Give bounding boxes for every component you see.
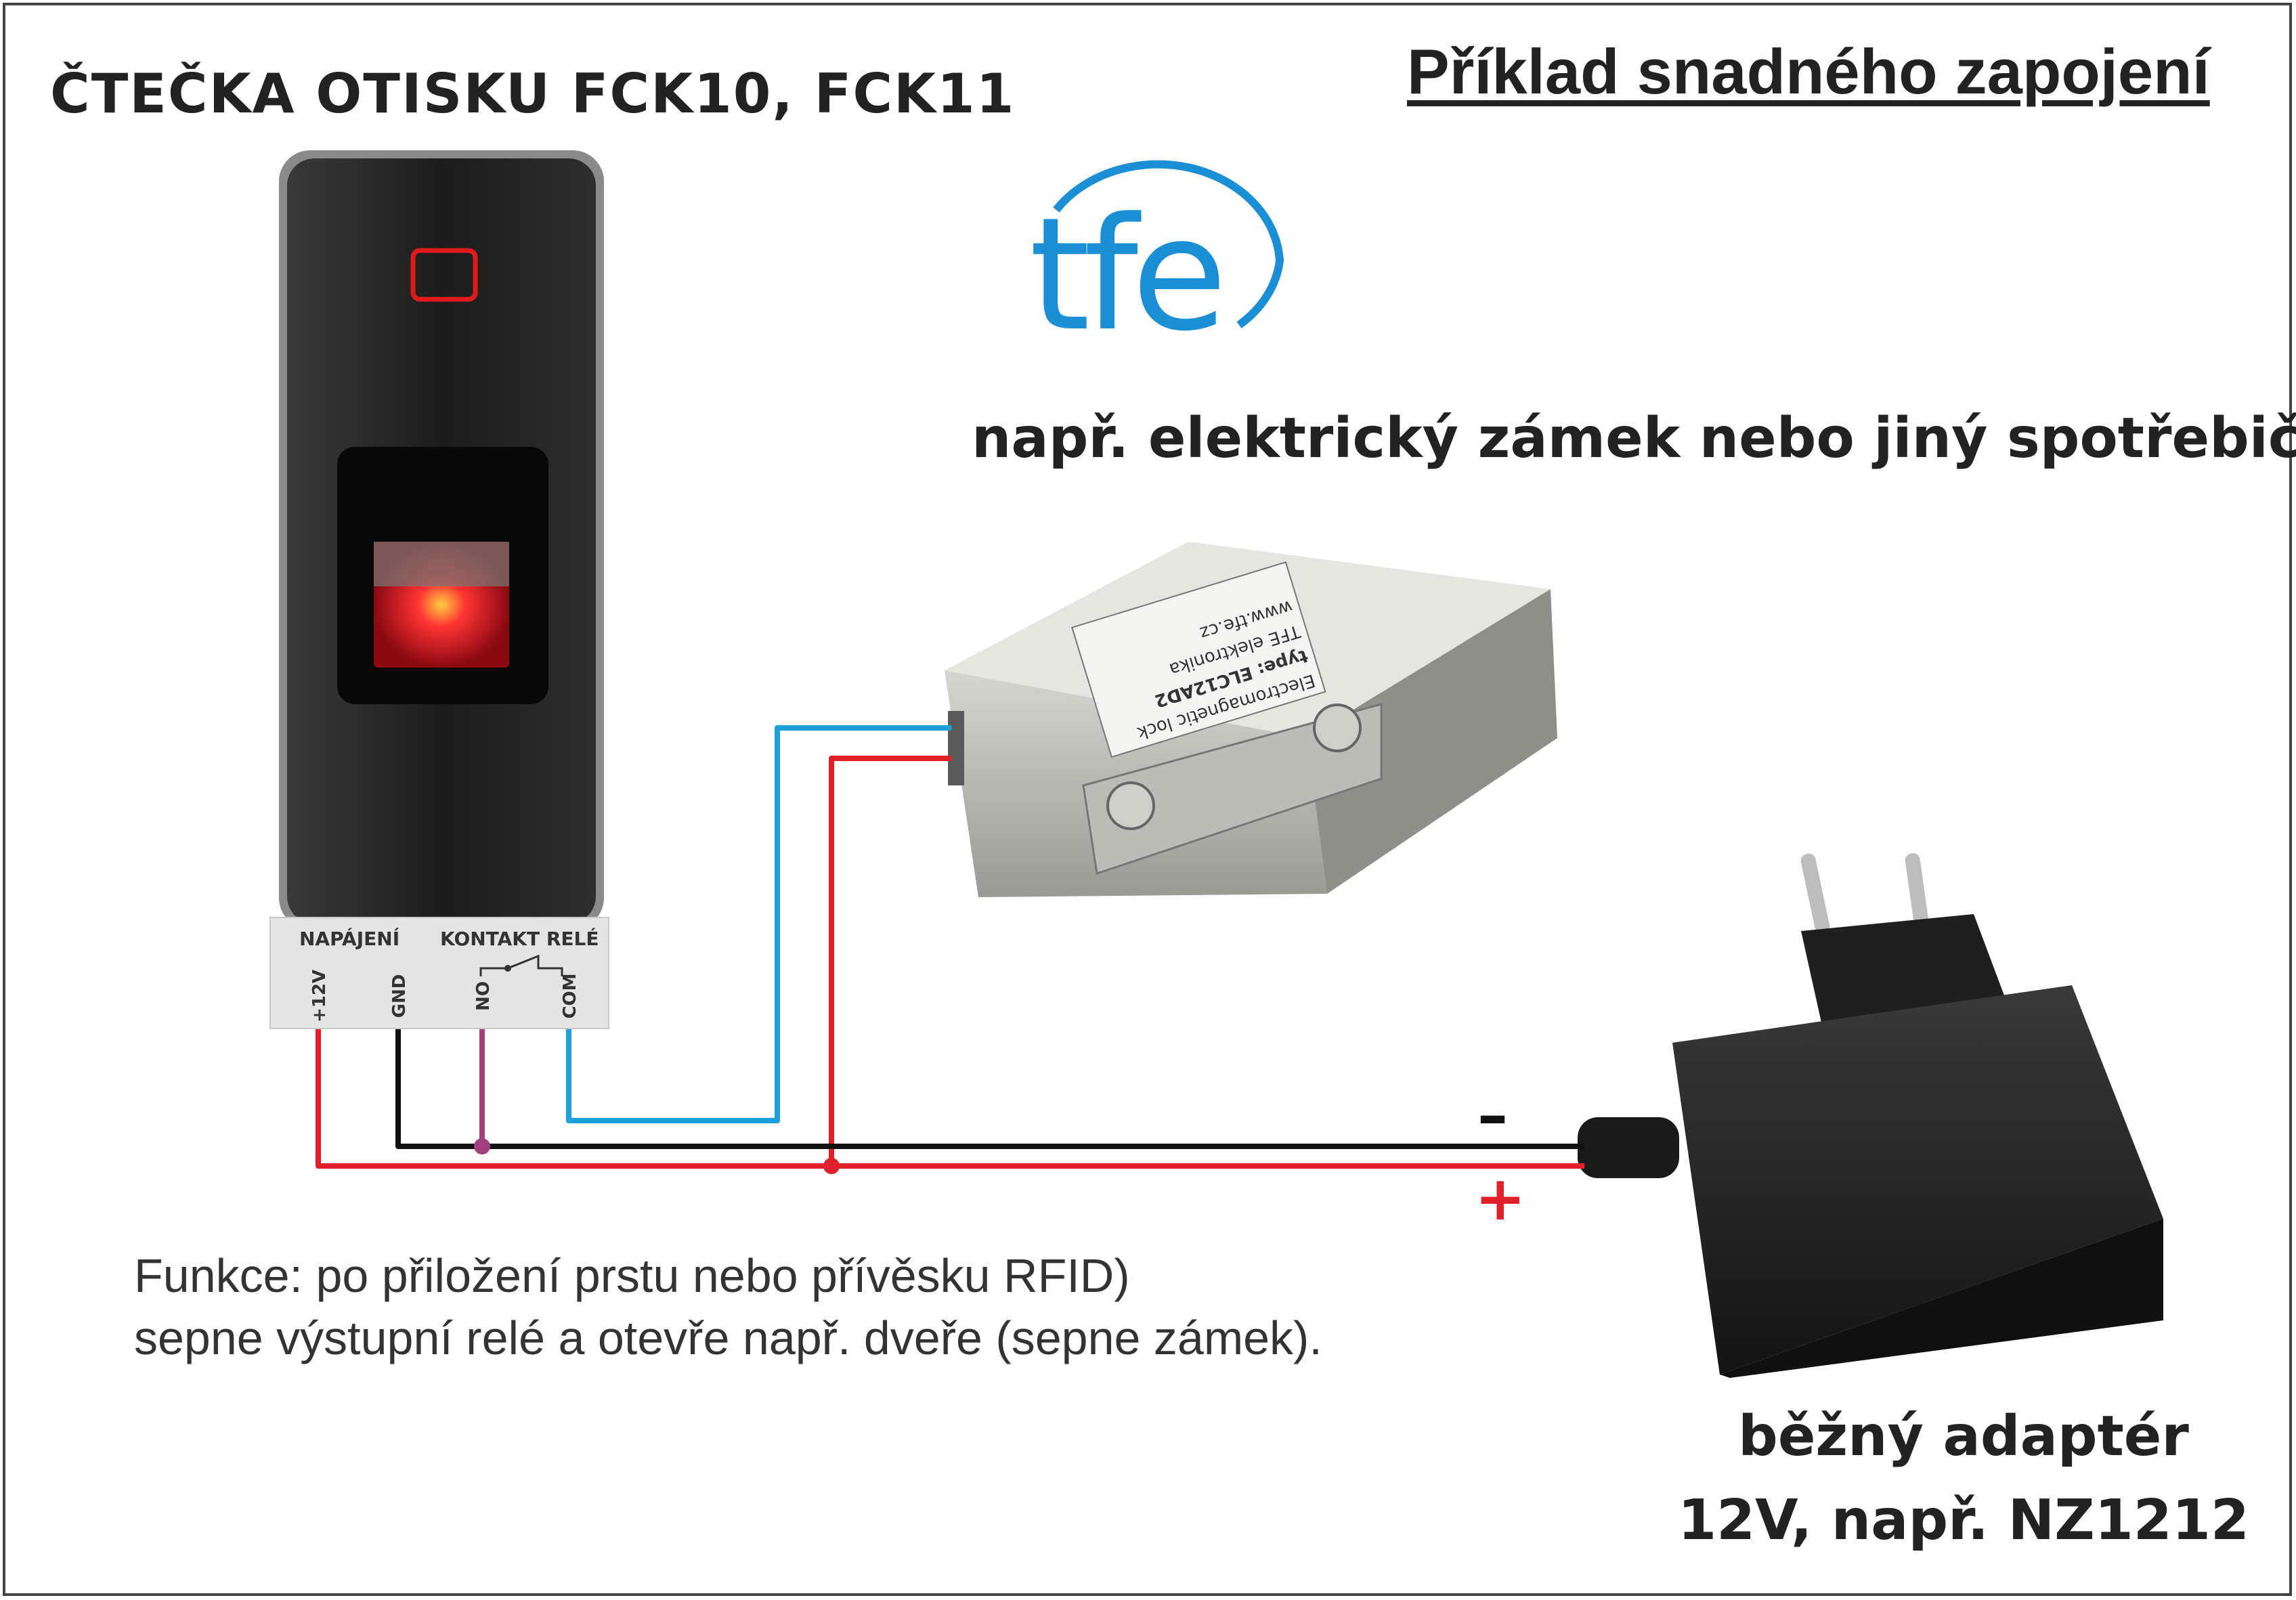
reader-title: ČTEČKA OTISKU FCK10, FCK11 (50, 62, 1016, 125)
diagram-title: Příklad snadného zapojení (1407, 36, 2210, 107)
pin-12v: +12V (309, 969, 330, 1023)
wire-gnd (395, 1029, 1584, 1149)
pin-gnd: GND (389, 974, 410, 1018)
plug-pin (1800, 853, 1830, 934)
plug-pin (1905, 853, 1929, 928)
minus-sign: – (1477, 1080, 1508, 1151)
wires (316, 725, 1584, 1174)
pin-com: COM (560, 973, 580, 1019)
plus-sign: + (1475, 1163, 1526, 1234)
screw-icon (1106, 781, 1155, 830)
relay-switch-icon (479, 954, 563, 976)
junction-dot (474, 1138, 490, 1154)
function-description: Funkce: po přiložení prstu nebo přívěsku… (134, 1245, 1322, 1369)
adapter-line-1: běžný adaptér (1738, 1404, 2189, 1469)
function-line-1: Funkce: po přiložení prstu nebo přívěsku… (134, 1249, 1130, 1302)
wire-lock-plus (829, 756, 951, 1166)
adapter-label: běžný adaptér 12V, např. NZ1212 (1625, 1395, 2296, 1563)
function-line-2: sepne výstupní relé a otevře např. dveře… (134, 1312, 1322, 1364)
junction-dot (823, 1158, 840, 1174)
fingerprint-reader (279, 150, 604, 929)
electric-lock: Electromagnetic lock type: ELC12AD2 TFE … (945, 542, 1557, 897)
wire-plus (316, 1029, 1584, 1169)
lock-terminals (948, 711, 964, 785)
wire-com (566, 725, 951, 1123)
adapter-line-2: 12V, např. NZ1212 (1678, 1488, 2249, 1553)
lock-latch (1082, 703, 1383, 875)
power-adapter (1578, 853, 2163, 1378)
lock-sticker: Electromagnetic lock type: ELC12AD2 TFE … (1071, 561, 1326, 758)
adapter-body (1672, 985, 2163, 1375)
relay-group-label: KONTAKT RELÉ (440, 928, 599, 950)
diagram-frame (3, 3, 2292, 1596)
power-group-label: NAPÁJENÍ (299, 928, 400, 950)
lock-side (1307, 589, 1557, 894)
logo-text: tfe (1029, 185, 1221, 349)
tfe-logo: tfe (1029, 160, 1284, 349)
adapter-cable-strain-relief (1578, 1117, 1679, 1178)
plug-head (1801, 914, 2004, 1022)
screw-icon (1313, 704, 1362, 752)
terminal-strip: NAPÁJENÍ KONTAKT RELÉ +12V GND NO COM (269, 917, 609, 1029)
lock-label: např. elektrický zámek nebo jiný spotřeb… (972, 406, 2296, 471)
rfid-led-icon (410, 248, 478, 302)
pin-no: NO (473, 981, 494, 1011)
